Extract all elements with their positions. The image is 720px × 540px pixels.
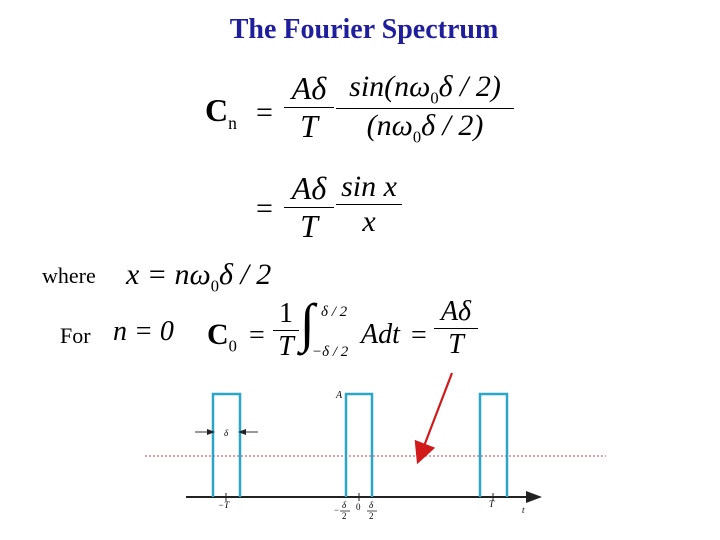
fraction-rhs: Aδ T [434, 296, 478, 361]
tick-label-neg-half-den: 2 [342, 511, 347, 521]
tick-label-t: T [489, 499, 495, 509]
integral-lower-limit: −δ / 2 [312, 344, 349, 360]
pulse-center [344, 392, 374, 497]
equals-sign-4: = [411, 320, 427, 351]
fraction-a-over-t: Aδ T [284, 70, 334, 145]
annotation-arrow [414, 372, 454, 465]
integrand: Adt [361, 319, 400, 350]
fraction-a-over-t-2: Aδ T [284, 170, 334, 245]
cn-symbol: Cn [205, 92, 237, 133]
pulse-left [211, 392, 242, 497]
pulse-right [478, 392, 509, 497]
where-label: where [42, 263, 96, 288]
for-label: For [60, 323, 91, 348]
tick-label-zero: 0 [356, 502, 361, 512]
tick-label-pos-half-num: δ [369, 500, 374, 510]
page-title: The Fourier Spectrum [229, 14, 499, 45]
n-equals-zero: n = 0 [113, 316, 174, 347]
amplitude-label: A [335, 390, 343, 401]
tick-label-neg-t: −T [218, 500, 230, 510]
equals-sign-3: = [249, 320, 265, 351]
fraction-sinx-over-x: sin x x [336, 170, 402, 239]
fraction-sinc-argument: sin(nω0δ / 2) (nω0δ / 2) [336, 70, 514, 148]
tick-label-neg-half-sign: − [334, 505, 339, 515]
where-expression: x = nω0δ / 2 [126, 258, 272, 296]
integral-sign: ∫ [300, 293, 315, 353]
tick-label-neg-half-num: δ [342, 500, 347, 510]
axis-label-t: t [522, 505, 525, 515]
c0-symbol: C0 [207, 318, 237, 356]
equals-sign: = [256, 96, 273, 129]
tick-label-pos-half-den: 2 [369, 511, 374, 521]
fraction-one-over-t: 1 T [273, 298, 299, 363]
integral-upper-limit: δ / 2 [321, 304, 348, 320]
equals-sign-2: = [256, 192, 273, 225]
width-label: δ [224, 428, 229, 438]
